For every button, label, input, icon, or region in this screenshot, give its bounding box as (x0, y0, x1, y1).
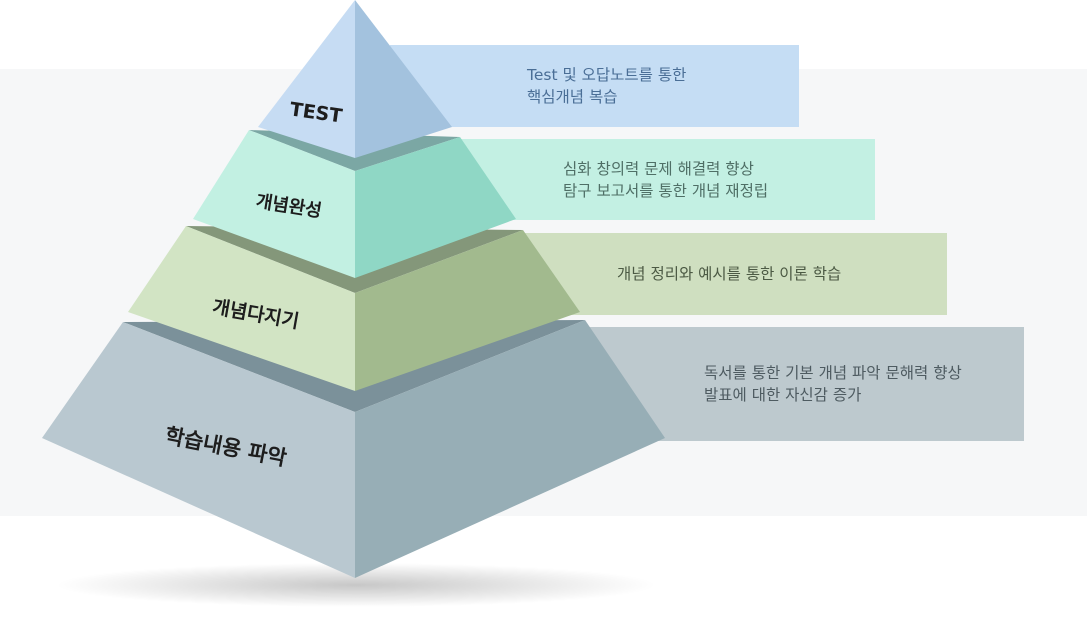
level-4-left-face (42, 322, 355, 578)
level-2-description-line-2: 탐구 보고서를 통한 개념 재정립 (563, 181, 769, 200)
level-4-description-line-2: 발표에 대한 자신감 증가 (704, 386, 862, 404)
level-1-description-panel: Test 및 오답노트를 통한 핵심개념 복습 (390, 45, 799, 127)
level-3-right-face (355, 230, 580, 391)
level-2-description-line-1: 심화 창의력 문제 해결력 향상 (563, 159, 754, 178)
pyramid-shadow (56, 563, 656, 607)
level-1-right-face (355, 0, 452, 158)
level-1-left-face (258, 0, 355, 158)
level-4-description-line-1: 독서를 통한 기본 개념 파악 문해력 향상 (704, 364, 962, 382)
level-2-left-face (193, 130, 355, 278)
level-3-description-line-1: 개념 정리와 예시를 통한 이론 학습 (617, 265, 842, 283)
level-1-description-line-2: 핵심개념 복습 (527, 88, 618, 106)
level-1-description-line-1: Test 및 오답노트를 통한 (527, 66, 687, 84)
level-3-description-panel: 개념 정리와 예시를 통한 이론 학습 (520, 233, 947, 315)
level-2-description-panel: 심화 창의력 문제 해결력 향상 탐구 보고서를 통한 개념 재정립 (460, 139, 875, 220)
level-2-right-face (355, 137, 516, 278)
level-3-left-face (128, 226, 355, 391)
level-4-right-face (355, 320, 665, 578)
